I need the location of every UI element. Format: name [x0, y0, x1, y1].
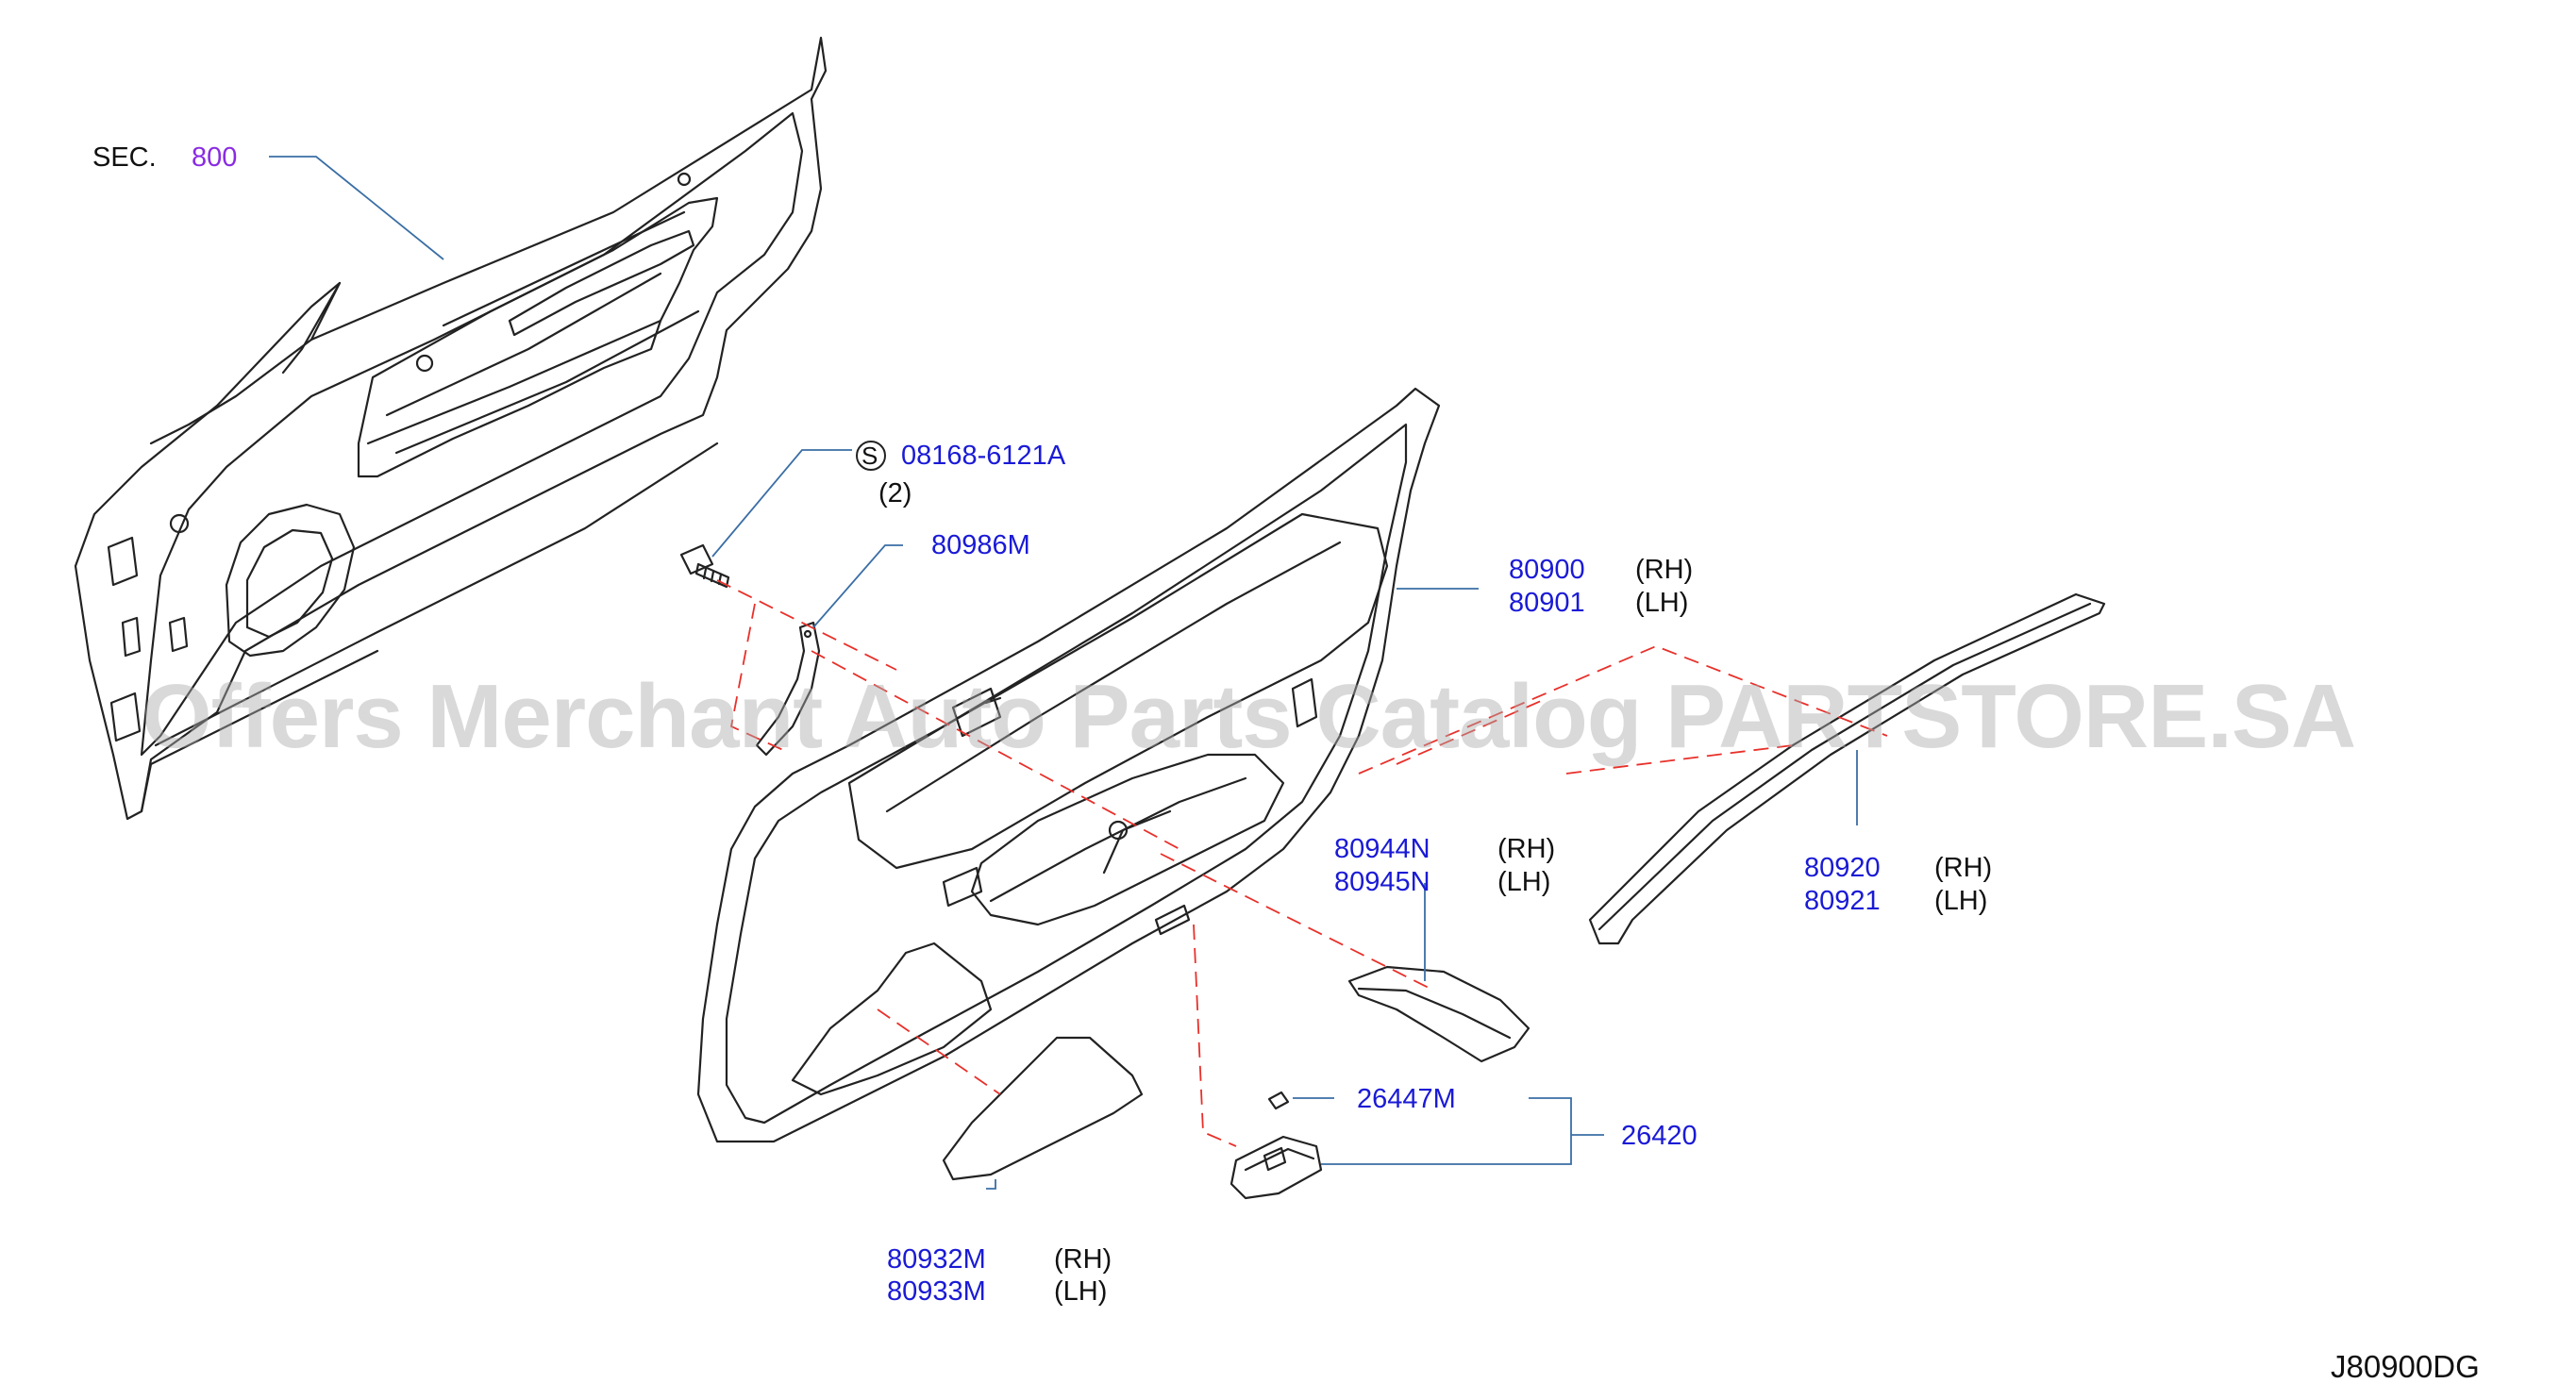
screw-symbol-circle	[856, 441, 886, 471]
screw-symbol-letter: S	[861, 442, 878, 470]
part-number-door-trim-rh[interactable]: 80900	[1509, 555, 1585, 585]
guide-lines	[716, 579, 1888, 1147]
part-number-screw[interactable]: 08168-6121A	[901, 441, 1066, 471]
part-number-pocket-pad-rh[interactable]: 80932M	[887, 1244, 986, 1275]
side-lh-pocket-pad: (LH)	[1054, 1276, 1108, 1307]
section-prefix: SEC.	[92, 142, 157, 173]
part-number-pocket-pad-lh[interactable]: 80933M	[887, 1276, 986, 1307]
part-number-bulb[interactable]: 26447M	[1357, 1084, 1456, 1114]
side-rh-pocket-pad: (RH)	[1054, 1244, 1112, 1275]
screw-quantity: (2)	[878, 478, 912, 508]
door-trim-panel	[696, 387, 1441, 1143]
part-number-armrest-pad-lh[interactable]: 80945N	[1334, 867, 1430, 897]
door-inner-panel	[74, 36, 828, 821]
side-rh-finisher: (RH)	[1934, 853, 1993, 883]
side-lh-armrest-pad: (LH)	[1497, 867, 1551, 897]
section-reference-link[interactable]: 800	[192, 142, 238, 173]
finisher-drawing	[1588, 592, 2106, 945]
side-lh-door-trim: (LH)	[1635, 588, 1689, 618]
part-number-finisher-rh[interactable]: 80920	[1804, 853, 1881, 883]
part-number-lamp-assembly[interactable]: 26420	[1621, 1121, 1698, 1151]
drawing-code: J80900DG	[2331, 1349, 2480, 1384]
bracket-drawing	[755, 621, 821, 757]
part-number-finisher-lh[interactable]: 80921	[1804, 886, 1881, 916]
part-number-bracket[interactable]: 80986M	[931, 530, 1030, 560]
part-number-armrest-pad-rh[interactable]: 80944N	[1334, 834, 1430, 864]
pocket-pad-drawing	[942, 1036, 1144, 1181]
leader-lines	[269, 156, 1858, 1190]
side-lh-finisher: (LH)	[1934, 886, 1988, 916]
lamp-assembly-drawing	[1229, 1091, 1323, 1200]
part-number-door-trim-lh[interactable]: 80901	[1509, 588, 1585, 618]
side-rh-door-trim: (RH)	[1635, 555, 1694, 585]
side-rh-armrest-pad: (RH)	[1497, 834, 1556, 864]
watermark: Offers Merchant Auto Parts Catalog PARTS…	[142, 666, 2356, 767]
armrest-pad-drawing	[1347, 965, 1531, 1063]
screw-drawing	[679, 543, 730, 589]
